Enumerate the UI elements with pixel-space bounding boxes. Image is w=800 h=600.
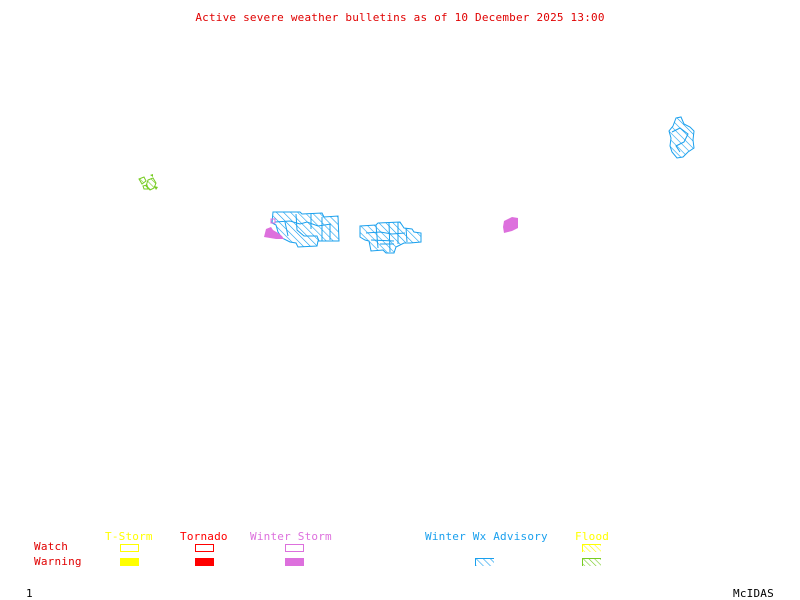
flood-warning-swatch — [582, 558, 601, 566]
tstorm-warning-swatch — [120, 558, 139, 566]
advisory-area-central[interactable] — [359, 221, 422, 254]
frame-number: 1 — [26, 587, 33, 600]
legend-winter-wx-advisory-label: Winter Wx Advisory — [425, 530, 548, 543]
legend-flood-label: Flood — [575, 530, 610, 543]
legend-tornado-label: Tornado — [180, 530, 228, 543]
legend-tstorm-label: T-Storm — [105, 530, 153, 543]
tstorm-watch-swatch — [120, 544, 139, 552]
winter-storm-area-east[interactable] — [503, 217, 518, 233]
legend-winter-storm-label: Winter Storm — [250, 530, 332, 543]
legend-watch-row-label: Watch — [34, 540, 69, 553]
mcidas-label: McIDAS — [733, 587, 774, 600]
flood-watch-swatch — [582, 544, 601, 552]
winter-storm-watch-swatch — [285, 544, 304, 552]
tornado-warning-swatch — [195, 558, 214, 566]
tornado-watch-swatch — [195, 544, 214, 552]
bulletin-title: Active severe weather bulletins as of 10… — [195, 11, 605, 24]
winter-storm-area[interactable] — [264, 218, 284, 239]
winter-storm-warning-swatch — [285, 558, 304, 566]
winter-wx-advisory-swatch — [475, 558, 494, 566]
flood-area-west[interactable] — [138, 174, 158, 191]
advisory-area-north-central[interactable] — [271, 211, 340, 248]
legend-warning-row-label: Warning — [34, 555, 82, 568]
advisory-area-northeast[interactable] — [668, 116, 695, 159]
